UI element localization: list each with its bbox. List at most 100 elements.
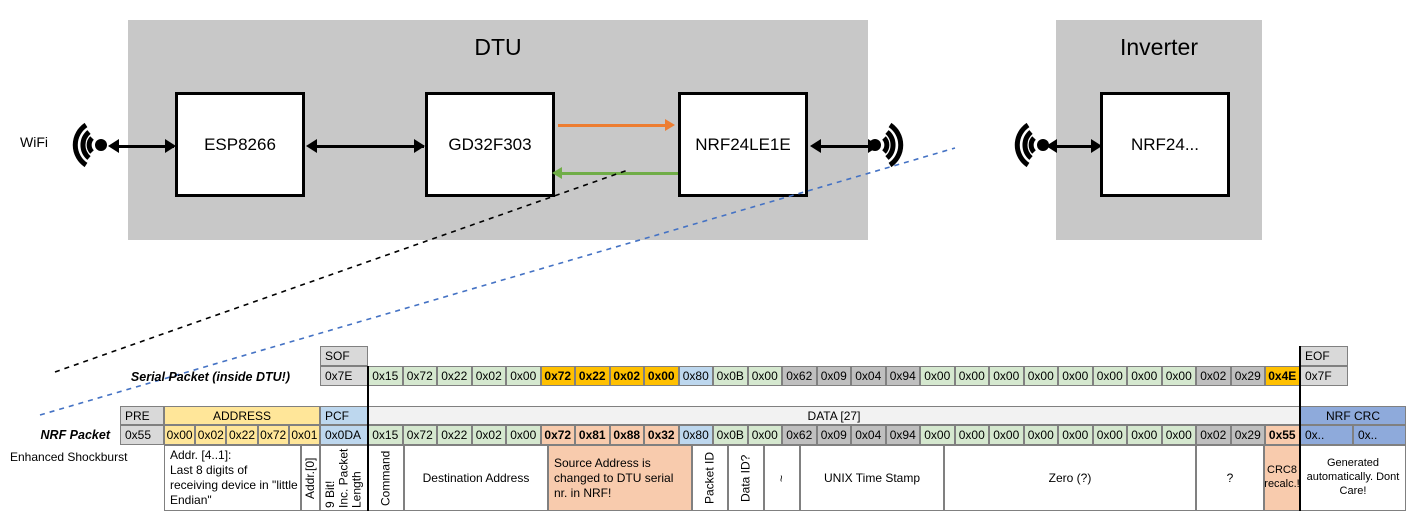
- serial-byte-9: 0x80: [678, 366, 713, 386]
- annotation-crc8-text: CRC8 recalc.!: [1264, 464, 1300, 490]
- annotation-pcf-text: 9 Bit! Inc. Packet Length: [323, 448, 364, 508]
- nrf-byte-4: 0x00: [506, 425, 541, 445]
- serial-byte-7: 0x02: [609, 366, 644, 386]
- nrf-byte-20: 0x00: [1058, 425, 1093, 445]
- nrf-address-byte-0: 0x00: [164, 425, 196, 445]
- gd32-to-nrf-tx-arrowhead: [665, 119, 675, 131]
- esp-gd32-arrowhead-right: [414, 139, 425, 153]
- nrf-byte-3: 0x02: [471, 425, 506, 445]
- annotation-tilde-text: ~: [774, 474, 789, 482]
- serial-byte-11: 0x00: [747, 366, 782, 386]
- nrf-crc-header: NRF CRC: [1300, 406, 1406, 425]
- chip-nrf24-inverter[interactable]: NRF24...: [1100, 92, 1230, 197]
- serial-packet-row-label: Serial Packet (inside DTU!): [130, 370, 290, 384]
- nrf-byte-18: 0x00: [989, 425, 1024, 445]
- divider-data-end: [1299, 346, 1301, 511]
- inverter-title: Inverter: [1120, 34, 1198, 60]
- nrf-data-header: DATA [27]: [368, 406, 1300, 425]
- serial-byte-2: 0x22: [437, 366, 472, 386]
- annotation-address-text: Addr. [4..1]: Last 8 digits of receiving…: [170, 448, 298, 507]
- annotation-pcf: 9 Bit! Inc. Packet Length: [320, 445, 368, 511]
- nrf-address-byte-2: 0x22: [226, 425, 258, 445]
- annotation-destination-address: Destination Address: [404, 445, 548, 511]
- nrf-antenna-arrowhead-left: [810, 139, 821, 153]
- annotation-crc8: CRC8 recalc.!: [1264, 445, 1300, 511]
- annotation-address: Addr. [4..1]: Last 8 digits of receiving…: [164, 445, 301, 511]
- nrf-byte-23: 0x00: [1161, 425, 1196, 445]
- inverter-antenna-link: [1050, 145, 1098, 148]
- wifi-esp-link: [112, 145, 174, 148]
- annotation-zero-text: Zero (?): [1048, 470, 1092, 485]
- nrf-byte-9: 0x80: [678, 425, 713, 445]
- annotation-source-address-text: Source Address is changed to DTU serial …: [554, 455, 674, 500]
- serial-byte-4: 0x00: [506, 366, 541, 386]
- annotation-command-text: Command: [378, 450, 393, 506]
- nrf-pre-header: PRE: [120, 406, 164, 425]
- nrf-crc-byte-1: 0x..: [1353, 425, 1406, 445]
- annotation-question: ?: [1196, 445, 1264, 511]
- nrf-byte-16: 0x00: [920, 425, 955, 445]
- chip-nrf24-inverter-label: NRF24...: [1130, 134, 1200, 154]
- serial-sof-header: SOF: [320, 346, 368, 366]
- wifi-esp-arrowhead-right: [165, 139, 176, 153]
- nrf-byte-11: 0x00: [747, 425, 782, 445]
- serial-sof-value: 0x7E: [320, 366, 368, 386]
- serial-eof-header: EOF: [1300, 346, 1348, 366]
- serial-byte-20: 0x00: [1058, 366, 1093, 386]
- nrf-byte-22: 0x00: [1127, 425, 1162, 445]
- nrf-byte-19: 0x00: [1023, 425, 1058, 445]
- annotation-command: Command: [368, 445, 404, 511]
- enhanced-shockburst-label: Enhanced Shockburst: [10, 450, 128, 464]
- nrf-address-byte-1: 0x02: [195, 425, 227, 445]
- nrf-byte-24: 0x02: [1196, 425, 1231, 445]
- nrf-byte-25: 0x29: [1230, 425, 1265, 445]
- nrf-byte-6: 0x81: [575, 425, 610, 445]
- nrf-byte-12: 0x62: [782, 425, 817, 445]
- nrf-byte-15: 0x94: [885, 425, 920, 445]
- annotation-zero: Zero (?): [944, 445, 1196, 511]
- serial-byte-17: 0x00: [954, 366, 989, 386]
- serial-byte-3: 0x02: [471, 366, 506, 386]
- serial-byte-1: 0x72: [402, 366, 437, 386]
- nrf-address-header: ADDRESS: [164, 406, 320, 425]
- nrf-byte-5: 0x72: [540, 425, 575, 445]
- annotation-destination-address-text: Destination Address: [422, 470, 530, 485]
- serial-byte-16: 0x00: [920, 366, 955, 386]
- serial-byte-26: 0x4E: [1265, 366, 1300, 386]
- nrf-byte-0: 0x15: [368, 425, 403, 445]
- nrf-byte-10: 0x0B: [713, 425, 748, 445]
- serial-byte-6: 0x22: [575, 366, 610, 386]
- serial-byte-25: 0x29: [1230, 366, 1265, 386]
- nrf-pcf-header: PCF: [320, 406, 368, 425]
- serial-byte-21: 0x00: [1092, 366, 1127, 386]
- serial-byte-18: 0x00: [989, 366, 1024, 386]
- serial-byte-10: 0x0B: [713, 366, 748, 386]
- serial-eof-value: 0x7F: [1300, 366, 1348, 386]
- annotation-data-id: Data ID?: [728, 445, 764, 511]
- nrf-pre-value: 0x55: [120, 425, 164, 445]
- gd32-to-nrf-tx-link: [558, 124, 668, 127]
- nrf-byte-13: 0x09: [816, 425, 851, 445]
- divider-data-start: [367, 366, 369, 511]
- wifi-label: WiFi: [20, 134, 48, 150]
- inverter-antenna-arrowhead-right: [1091, 139, 1102, 153]
- serial-byte-8: 0x00: [644, 366, 679, 386]
- inverter-antenna-arrowhead-left: [1046, 139, 1057, 153]
- nrf-byte-7: 0x88: [609, 425, 644, 445]
- annotation-question-text: ?: [1226, 470, 1234, 485]
- annotation-unix-timestamp: UNIX Time Stamp: [800, 445, 944, 511]
- nrf-pcf-value: 0x0DA: [320, 425, 368, 445]
- nrf-byte-8: 0x32: [644, 425, 679, 445]
- serial-byte-12: 0x62: [782, 366, 817, 386]
- nrf-byte-2: 0x22: [437, 425, 472, 445]
- rf-antenna-inverter-icon: [1014, 122, 1049, 168]
- nrf-byte-17: 0x00: [954, 425, 989, 445]
- annotation-data-id-text: Data ID?: [738, 454, 753, 502]
- annotation-source-address: Source Address is changed to DTU serial …: [548, 445, 692, 511]
- serial-byte-24: 0x02: [1196, 366, 1231, 386]
- dtu-title: DTU: [474, 34, 522, 60]
- serial-byte-15: 0x94: [885, 366, 920, 386]
- annotation-unix-timestamp-text: UNIX Time Stamp: [823, 470, 921, 485]
- serial-byte-22: 0x00: [1127, 366, 1162, 386]
